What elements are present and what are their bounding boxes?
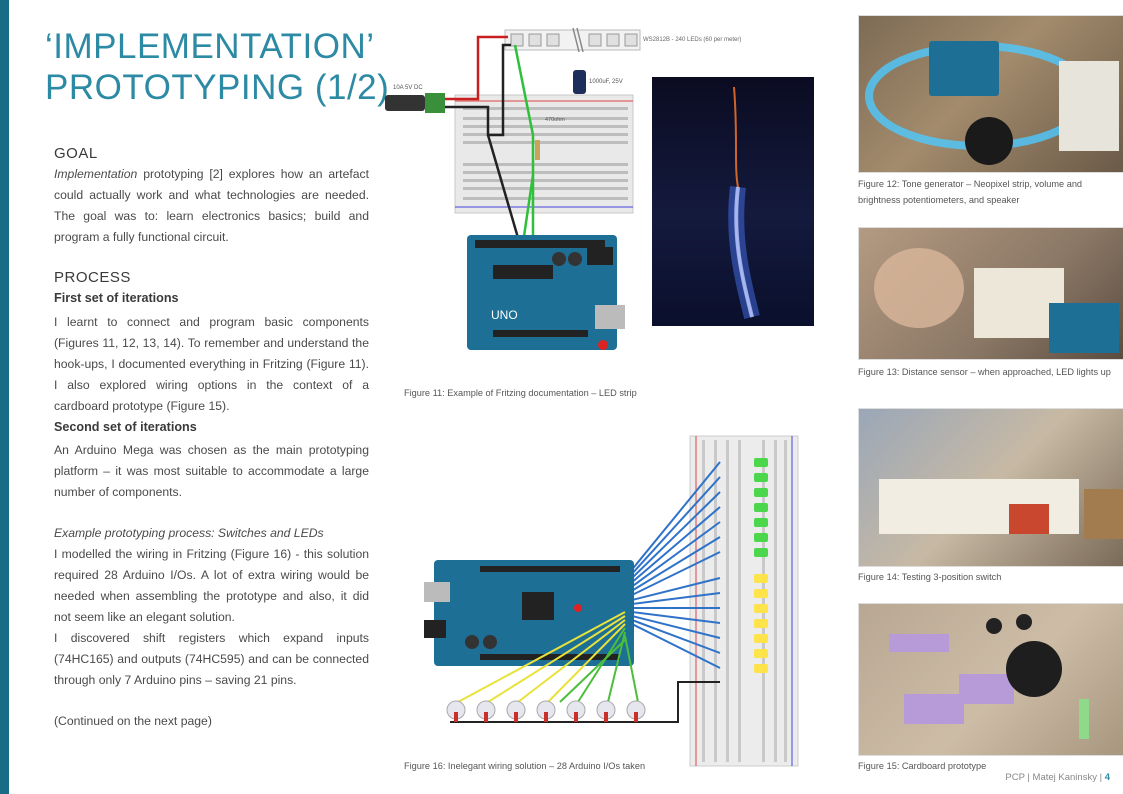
goal-heading: GOAL xyxy=(54,145,98,162)
figure-11-caption: Figure 11: Example of Fritzing documenta… xyxy=(404,388,637,398)
figure-15-caption: Figure 15: Cardboard prototype xyxy=(858,761,987,771)
goal-paragraph: Implementation prototyping [2] explores … xyxy=(54,164,369,248)
continued-note: (Continued on the next page) xyxy=(54,714,212,728)
page-number: 4 xyxy=(1104,772,1110,783)
first-iterations-text: I learnt to connect and program basic co… xyxy=(54,315,369,413)
process-heading: PROCESS xyxy=(54,269,131,286)
figure-15-photo xyxy=(858,603,1123,756)
figure-16-caption: Figure 16: Inelegant wiring solution – 2… xyxy=(404,761,646,771)
title-line-1: ‘IMPLEMENTATION’ xyxy=(45,27,375,66)
dc-jack xyxy=(385,95,425,111)
figure-11-fritzing-diagram: UNO 10A 5V DC 1000uF, 25V 470ohm xyxy=(383,25,651,360)
capacitor-label: 1000uF, 25V xyxy=(589,79,623,85)
psu-label: 10A 5V DC xyxy=(393,85,423,91)
figure-14-caption: Figure 14: Testing 3-position switch xyxy=(858,572,1002,582)
page-title: ‘IMPLEMENTATION’ PROTOTYPING (1/2) xyxy=(45,26,390,108)
example-heading: Example prototyping process: Switches an… xyxy=(54,526,324,540)
example-text-2: I discovered shift registers which expan… xyxy=(54,631,369,687)
figure-13-photo xyxy=(858,227,1123,360)
figure-12-caption: Figure 12: Tone generator – Neopixel str… xyxy=(858,179,1083,205)
example-text-1: I modelled the wiring in Fritzing (Figur… xyxy=(54,547,369,624)
fritzing-led-strip-svg: UNO 10A 5V DC 1000uF, 25V 470ohm xyxy=(385,27,641,350)
goal-emphasis: Implementation xyxy=(54,167,138,181)
figure-14-photo xyxy=(858,408,1123,567)
second-iterations-heading: Second set of iterations xyxy=(54,420,197,434)
resistor xyxy=(535,140,540,160)
left-accent-bar xyxy=(0,0,9,794)
page-footer: PCP | Matej Kaninsky | 4 xyxy=(1005,772,1110,783)
goal-text: prototyping [2] explores how an artefact… xyxy=(54,167,369,244)
footer-text: PCP | Matej Kaninsky | xyxy=(1005,772,1103,783)
second-iterations-text: An Arduino Mega was chosen as the main p… xyxy=(54,443,369,499)
figure-13-caption: Figure 13: Distance sensor – when approa… xyxy=(858,367,1111,377)
led-strip xyxy=(504,29,641,51)
led-strip-label: WS2812B - 240 LEDs (60 per meter) xyxy=(643,37,742,43)
body-text-column: GOAL Implementation prototyping [2] expl… xyxy=(54,144,369,732)
resistor-label: 470ohm xyxy=(545,117,565,123)
breadboard xyxy=(454,94,634,214)
uno-label: UNO xyxy=(491,308,518,322)
title-line-2: PROTOTYPING (1/2) xyxy=(45,68,390,107)
figure-16-wiring-diagram xyxy=(420,432,800,767)
figure-11-led-strip-photo xyxy=(652,77,814,326)
capacitor xyxy=(573,70,586,94)
dc-terminal xyxy=(425,93,445,113)
breadboard-vertical xyxy=(689,435,799,767)
figure-12-photo xyxy=(858,15,1123,173)
first-iterations-heading: First set of iterations xyxy=(54,291,179,305)
